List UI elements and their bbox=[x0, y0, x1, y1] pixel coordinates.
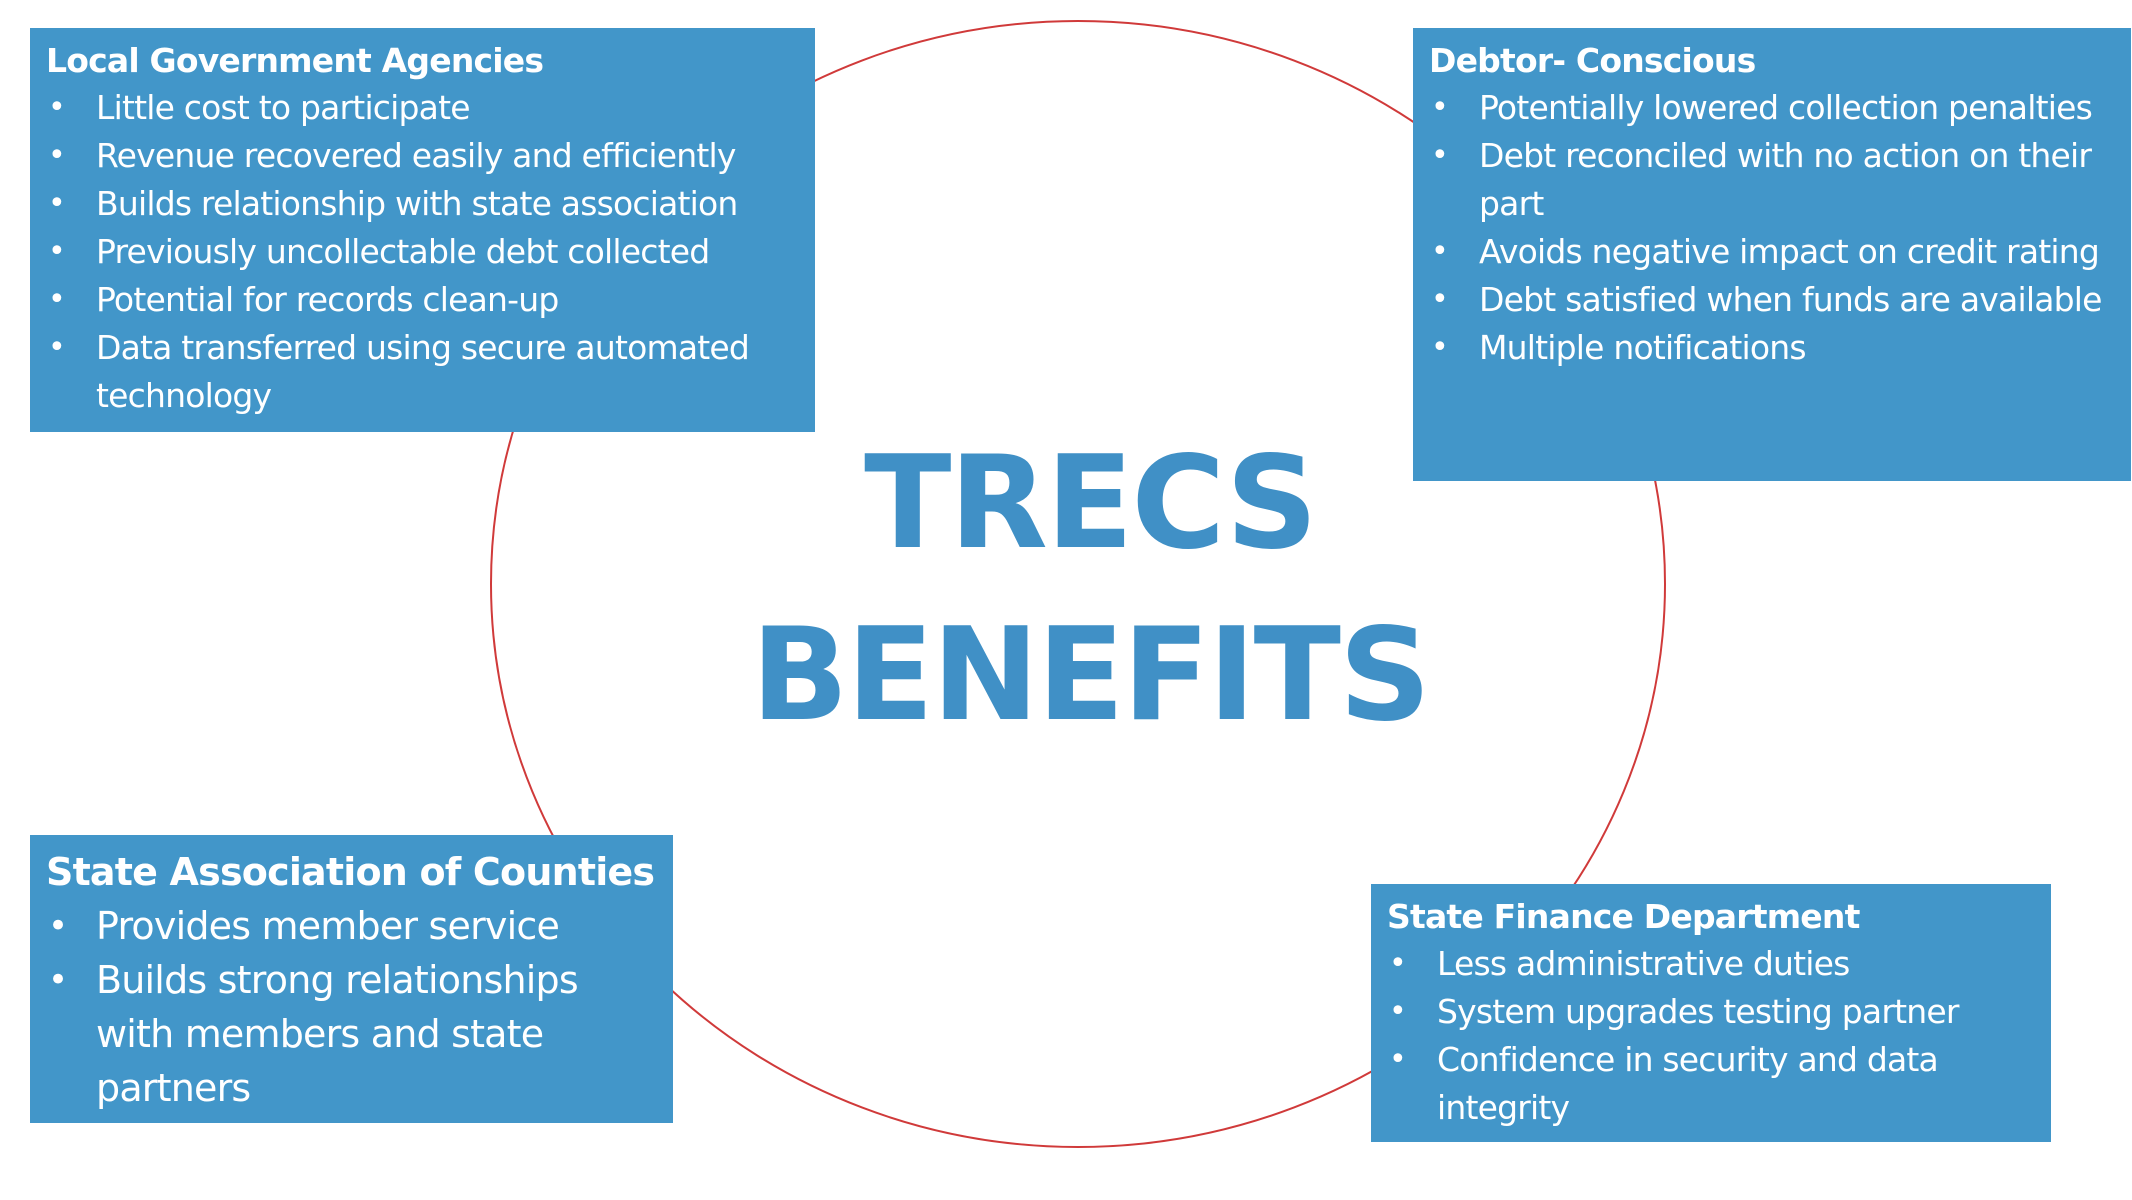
bullet-icon: • bbox=[48, 138, 66, 173]
debtor-conscious-heading: Debtor- Conscious bbox=[1429, 41, 1756, 80]
list-item: • Builds relationship with state associat… bbox=[46, 180, 799, 228]
bullet-icon: • bbox=[48, 234, 66, 269]
list-item-text: Provides member service bbox=[96, 904, 560, 948]
list-item-text: Data transferred using secure automated … bbox=[96, 328, 750, 415]
list-item: • Potentially lowered collection penaltie… bbox=[1429, 84, 2115, 132]
state-finance-department-heading: State Finance Department bbox=[1387, 897, 1860, 936]
list-item: • Builds strong relationships with member… bbox=[46, 953, 657, 1115]
bullet-icon: • bbox=[48, 330, 66, 365]
bullet-icon: • bbox=[48, 960, 68, 1000]
debtor-conscious-list: • Potentially lowered collection penaltie… bbox=[1429, 84, 2115, 372]
local-government-agencies-list: • Little cost to participate • Revenue rec… bbox=[46, 84, 799, 420]
bullet-icon: • bbox=[48, 186, 66, 221]
list-item-text: Debt reconciled with no action on their … bbox=[1479, 136, 2092, 223]
bullet-icon: • bbox=[1431, 90, 1449, 125]
list-item-text: Debt satisfied when funds are available bbox=[1479, 280, 2102, 319]
list-item: • Avoids negative impact on credit rating bbox=[1429, 228, 2115, 276]
list-item-text: Builds relationship with state associati… bbox=[96, 184, 738, 223]
list-item-text: Revenue recovered easily and efficiently bbox=[96, 136, 736, 175]
list-item-text: Less administrative duties bbox=[1437, 944, 1850, 983]
bullet-icon: • bbox=[48, 906, 68, 946]
list-item-text: Multiple notifications bbox=[1479, 328, 1807, 367]
local-government-agencies-box: Local Government Agencies • Little cost t… bbox=[30, 28, 815, 432]
center-title-line-1: TRECS bbox=[864, 429, 1318, 578]
list-item-text: System upgrades testing partner bbox=[1437, 992, 1959, 1031]
list-item: • Debt reconciled with no action on their… bbox=[1429, 132, 2115, 228]
list-item: • Previously uncollectable debt collected bbox=[46, 228, 799, 276]
center-title-line-2: BENEFITS bbox=[750, 601, 1431, 750]
bullet-icon: • bbox=[1389, 1042, 1407, 1077]
list-item-text: Builds strong relationships with members… bbox=[96, 958, 579, 1110]
debtor-conscious-box: Debtor- Conscious • Potentially lowered c… bbox=[1413, 28, 2131, 481]
bullet-icon: • bbox=[1389, 946, 1407, 981]
local-government-agencies-heading: Local Government Agencies bbox=[46, 41, 544, 80]
state-association-of-counties-list: • Provides member service • Builds strong … bbox=[46, 899, 657, 1115]
list-item: • System upgrades testing partner bbox=[1387, 988, 2035, 1036]
list-item-text: Avoids negative impact on credit rating bbox=[1479, 232, 2100, 271]
cycle-ring-ellipse bbox=[490, 20, 1666, 1148]
state-association-of-counties-heading: State Association of Counties bbox=[46, 850, 655, 894]
list-item-text: Confidence in security and data integrit… bbox=[1437, 1040, 1939, 1127]
bullet-icon: • bbox=[48, 282, 66, 317]
bullet-icon: • bbox=[1431, 138, 1449, 173]
list-item-text: Potentially lowered collection penalties bbox=[1479, 88, 2093, 127]
bullet-icon: • bbox=[48, 90, 66, 125]
list-item: • Multiple notifications bbox=[1429, 324, 2115, 372]
list-item: • Revenue recovered easily and efficientl… bbox=[46, 132, 799, 180]
bullet-icon: • bbox=[1431, 330, 1449, 365]
list-item: • Debt satisfied when funds are available bbox=[1429, 276, 2115, 324]
list-item: • Little cost to participate bbox=[46, 84, 799, 132]
state-finance-department-box: State Finance Department • Less administr… bbox=[1371, 884, 2051, 1142]
state-finance-department-list: • Less administrative duties • System upgr… bbox=[1387, 940, 2035, 1132]
bullet-icon: • bbox=[1431, 282, 1449, 317]
list-item: • Provides member service bbox=[46, 899, 657, 953]
list-item: • Data transferred using secure automated… bbox=[46, 324, 799, 420]
list-item-text: Potential for records clean-up bbox=[96, 280, 559, 319]
state-association-of-counties-box: State Association of Counties • Provides … bbox=[30, 835, 673, 1123]
list-item-text: Previously uncollectable debt collected bbox=[96, 232, 710, 271]
list-item: • Potential for records clean-up bbox=[46, 276, 799, 324]
bullet-icon: • bbox=[1431, 234, 1449, 269]
list-item-text: Little cost to participate bbox=[96, 88, 471, 127]
list-item: • Less administrative duties bbox=[1387, 940, 2035, 988]
bullet-icon: • bbox=[1389, 994, 1407, 1029]
list-item: • Confidence in security and data integri… bbox=[1387, 1036, 2035, 1132]
